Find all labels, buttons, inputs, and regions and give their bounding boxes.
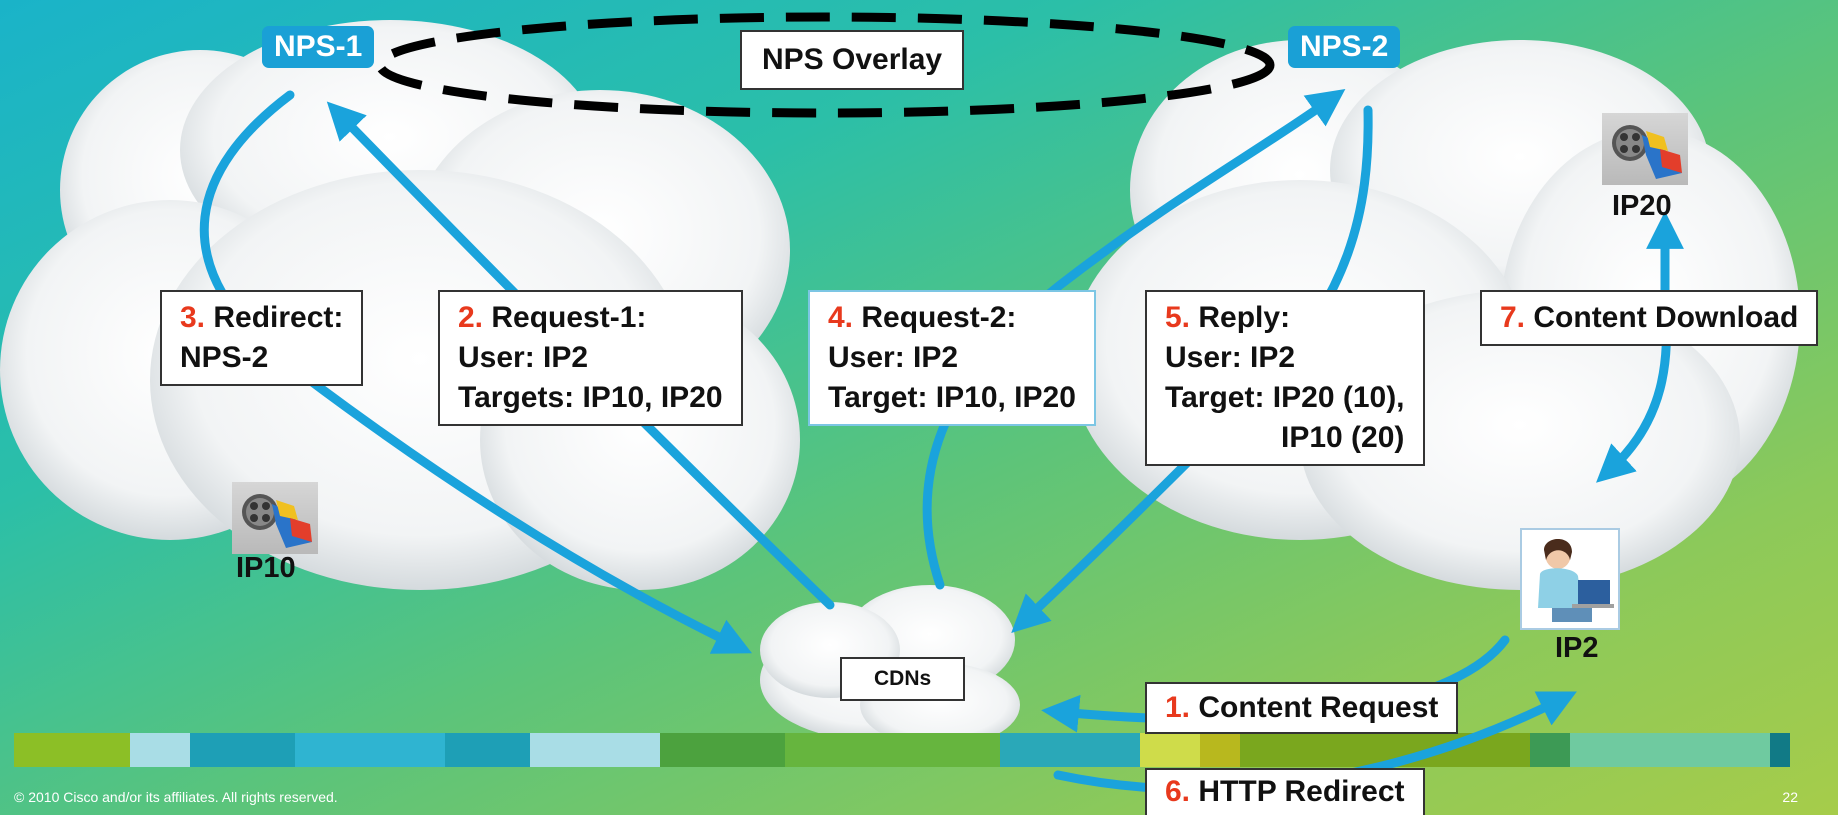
step-6-text: HTTP Redirect (1198, 775, 1405, 808)
step-4-box: 4. Request-2: User: IP2 Target: IP10, IP… (808, 290, 1096, 426)
step-5-line2: User: IP2 (1165, 341, 1296, 374)
step-3-box: 3. Redirect: NPS-2 (160, 290, 364, 386)
arrow-step-4 (922, 89, 1346, 590)
step-7-number: 7. (1500, 301, 1526, 334)
step-1-text: Content Request (1198, 691, 1439, 724)
step-5-line1: Reply: (1198, 301, 1291, 334)
step-1-box: 1. Content Request (1145, 682, 1459, 734)
cdns-label: CDNs (840, 657, 966, 701)
film-reel-icon (232, 482, 318, 554)
ip2-label: IP2 (1555, 632, 1599, 664)
step-3-line2: NPS-2 (180, 341, 269, 374)
step-3-line1: Redirect: (213, 301, 344, 334)
step-4-number: 4. (828, 301, 854, 334)
step-5-box: 5. Reply: User: IP2 Target: IP20 (10), I… (1145, 290, 1425, 466)
step-3-number: 3. (180, 301, 206, 334)
step-5-line3: Target: IP20 (10), (1165, 381, 1405, 414)
step-4-line1: Request-2: (861, 301, 1017, 334)
step-5-line4: IP10 (20) (1281, 421, 1405, 454)
color-stripe-bar (14, 733, 1790, 767)
step-4-line2: User: IP2 (828, 341, 959, 374)
ip20-label: IP20 (1612, 190, 1672, 222)
step-6-number: 6. (1165, 775, 1191, 808)
user-at-laptop-icon (1520, 528, 1620, 630)
step-2-number: 2. (458, 301, 484, 334)
step-2-box: 2. Request-1: User: IP2 Targets: IP10, I… (438, 290, 743, 426)
step-4-line3: Target: IP10, IP20 (828, 381, 1076, 414)
page-number: 22 (1782, 789, 1798, 805)
nps-2-tag: NPS-2 (1288, 26, 1401, 68)
overlay-ring (375, 12, 1275, 118)
step-7-text: Content Download (1533, 301, 1799, 334)
nps-1-tag: NPS-1 (262, 26, 375, 68)
ip10-label: IP10 (236, 552, 296, 584)
copyright-footer: © 2010 Cisco and/or its affiliates. All … (14, 789, 338, 805)
step-2-line2: User: IP2 (458, 341, 589, 374)
step-1-number: 1. (1165, 691, 1191, 724)
step-2-line1: Request-1: (491, 301, 647, 334)
nps-overlay-label: NPS Overlay (740, 30, 965, 90)
film-reel-icon (1602, 113, 1688, 185)
step-7-box: 7. Content Download (1480, 290, 1819, 346)
step-5-number: 5. (1165, 301, 1191, 334)
step-2-line3: Targets: IP10, IP20 (458, 381, 723, 414)
step-6-box: 6. HTTP Redirect (1145, 768, 1425, 815)
